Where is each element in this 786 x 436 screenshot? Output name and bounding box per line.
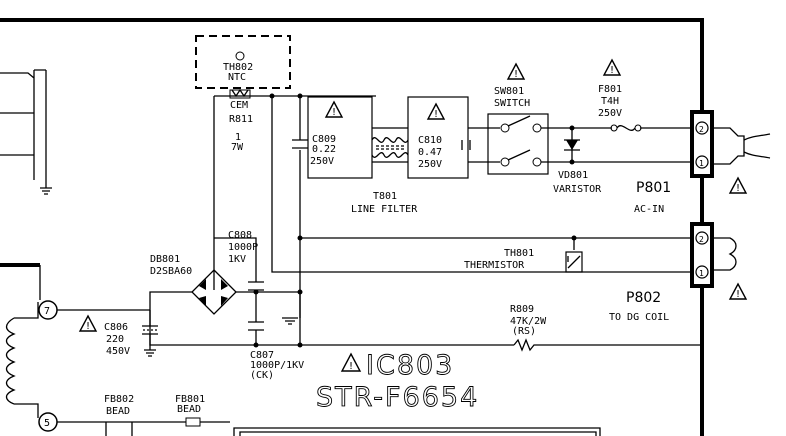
r811-ref: R811 xyxy=(229,114,253,125)
t801-line-filter: T801 LINE FILTER xyxy=(351,137,418,215)
r811-value1: 1 xyxy=(235,132,241,143)
r809-value2: (RS) xyxy=(512,326,536,337)
left-partial-circuit xyxy=(0,69,52,195)
c810-value1: 0.47 xyxy=(418,147,442,158)
th802-ref: TH802 xyxy=(223,62,253,73)
r811-resistor: CEM R811 1 7W xyxy=(214,88,256,153)
fb802-name: BEAD xyxy=(106,406,130,417)
sw801-name: SWITCH xyxy=(494,98,530,109)
warning-icon: ! xyxy=(340,352,362,372)
f801-value1: T4H xyxy=(601,96,619,107)
c807-ref: C807 xyxy=(250,350,274,361)
r811-value2: 7W xyxy=(231,142,244,153)
ic803-part: STR-F6654 xyxy=(316,382,479,413)
svg-text:!: ! xyxy=(331,107,337,118)
c809-ref: C809 xyxy=(312,134,336,145)
ac-plug-icon xyxy=(712,127,771,165)
c808-ref: C808 xyxy=(228,230,252,241)
svg-text:!: ! xyxy=(735,183,741,194)
p801-ref: P801 xyxy=(636,180,671,196)
c806-ref: C806 xyxy=(104,322,128,333)
vd801-ref: VD801 xyxy=(558,170,588,181)
board-boundary xyxy=(0,18,704,436)
vd801-varistor: VD801 VARISTOR xyxy=(553,139,602,195)
th802-ntc: TH802 NTC xyxy=(195,35,291,89)
c806-capacitor: C806 220 450V xyxy=(104,310,158,357)
r811-cem: CEM xyxy=(230,100,248,111)
warning-icon: ! xyxy=(602,58,622,76)
p802-ref: P802 xyxy=(626,290,661,306)
node-7: 7 xyxy=(38,265,150,320)
wire-top-main xyxy=(213,95,376,345)
warning-icon: ! xyxy=(506,62,526,80)
fb801-name: BEAD xyxy=(177,404,201,415)
svg-text:!: ! xyxy=(513,69,519,80)
db801-bridge-rectifier: DB801 D2SBA60 xyxy=(150,254,237,315)
p801-name: AC-IN xyxy=(634,204,664,215)
svg-text:5: 5 xyxy=(44,418,50,429)
svg-text:!: ! xyxy=(433,109,439,120)
svg-text:!: ! xyxy=(348,361,354,372)
warning-icon: ! xyxy=(324,100,344,118)
r809-ref: R809 xyxy=(510,304,534,315)
warning-icon: ! xyxy=(728,282,748,300)
c806-value1: 220 xyxy=(106,334,124,345)
ic803-ref: IC803 xyxy=(366,350,454,381)
c806-value2: 450V xyxy=(106,346,130,357)
c810-box xyxy=(407,96,469,179)
f801-fuse: F801 T4H 250V xyxy=(598,84,642,132)
vd801-name: VARISTOR xyxy=(553,184,602,195)
c807-capacitor: C807 1000P/1KV (CK) xyxy=(250,350,304,381)
fb802-bead: FB802 BEAD xyxy=(104,394,134,417)
r809-resistor: R809 47K/2W (RS) xyxy=(510,304,547,337)
fb801-bead: FB801 BEAD xyxy=(175,394,205,427)
c808-value2: 1KV xyxy=(228,254,246,265)
th801-ref: TH801 xyxy=(504,248,534,259)
db801-ref: DB801 xyxy=(150,254,180,265)
c807-value2: (CK) xyxy=(250,370,274,381)
p802-name: TO DG COIL xyxy=(609,312,669,323)
warning-icon: ! xyxy=(78,314,98,332)
ic803-body xyxy=(233,427,601,436)
svg-text:!: ! xyxy=(85,321,91,332)
svg-text:!: ! xyxy=(609,65,615,76)
warning-icon: ! xyxy=(426,102,446,120)
c809-capacitor: C809 0.22 250V xyxy=(292,134,336,167)
c809-value2: 250V xyxy=(310,156,334,167)
t801-ref: T801 xyxy=(373,191,397,202)
c810-value2: 250V xyxy=(418,159,442,170)
f801-ref: F801 xyxy=(598,84,622,95)
c809-box xyxy=(307,96,373,179)
th802-type: NTC xyxy=(228,72,246,83)
p801-connector: 2 1 P801 AC-IN xyxy=(634,110,714,215)
c810-ref: C810 xyxy=(418,135,442,146)
svg-text:!: ! xyxy=(735,289,741,300)
db801-part: D2SBA60 xyxy=(150,266,192,277)
th801-name: THERMISTOR xyxy=(464,260,525,271)
svg-text:1: 1 xyxy=(699,269,704,278)
r809-value1: 47K/2W xyxy=(510,316,547,327)
ic803-label: ! IC803 STR-F6654 xyxy=(316,350,479,414)
fb801-ref: FB801 xyxy=(175,394,205,405)
sw801-ref: SW801 xyxy=(494,86,524,97)
svg-text:2: 2 xyxy=(699,125,704,134)
sw801-switch: SW801 SWITCH xyxy=(487,86,549,175)
t801-name: LINE FILTER xyxy=(351,204,418,215)
c807-value1: 1000P/1KV xyxy=(250,360,304,371)
f801-value2: 250V xyxy=(598,108,622,119)
c810-capacitor: C810 0.47 250V xyxy=(418,135,471,170)
c809-value1: 0.22 xyxy=(312,144,336,155)
th801-thermistor: TH801 THERMISTOR xyxy=(464,248,583,273)
coil-left xyxy=(5,302,39,418)
warning-icon: ! xyxy=(728,176,748,194)
fb802-ref: FB802 xyxy=(104,394,134,405)
svg-text:7: 7 xyxy=(44,306,50,317)
svg-text:1: 1 xyxy=(699,159,704,168)
node-5: 5 xyxy=(38,412,230,436)
p802-connector: 2 1 P802 TO DG COIL xyxy=(609,222,737,323)
c808-value1: 1000P xyxy=(228,242,258,253)
svg-text:2: 2 xyxy=(699,235,704,244)
